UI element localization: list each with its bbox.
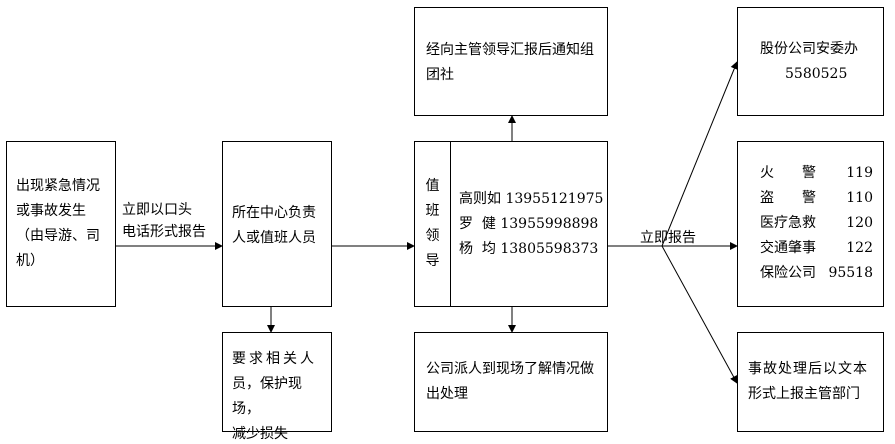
emergency-line: （由导游、司: [16, 228, 100, 244]
notify-agency-line: 团社: [426, 67, 454, 83]
notify-agency-box: 经向主管领导汇报后通知组 团社: [414, 7, 608, 116]
written-report-line: 形式上报主管部门: [748, 386, 860, 402]
leader-phone: 13805598373: [500, 241, 599, 257]
duty-leaders-title-char: 班: [425, 203, 440, 219]
emergency-service-number: 120: [846, 215, 873, 231]
safety-office-line: 股份公司安委办: [760, 41, 858, 57]
report-method-line: 电话形式报告: [122, 224, 206, 240]
leader-phone: 13955998898: [500, 216, 599, 232]
immediate-report-label: 立即报告: [640, 230, 696, 246]
emergency-numbers-box: 火 警 119 盗 警 110 医疗急救 120 交通肇事 122 保险公司 9…: [737, 141, 884, 307]
emergency-service-name: 医疗急救: [760, 215, 816, 231]
emergency-line: 机）: [16, 253, 44, 269]
center-staff-line: 所在中心负责: [232, 205, 316, 221]
center-staff-box: 所在中心负责 人或值班人员: [222, 141, 332, 307]
dispatch-staff-line: 出处理: [426, 386, 468, 402]
written-report-box: 事故处理后以文本 形式上报主管部门: [737, 332, 884, 432]
protect-scene-line: 要求相关人: [232, 351, 317, 367]
duty-leaders-contacts: 高则如 13955121975 罗 健 13955998898 杨 均 1380…: [459, 187, 603, 262]
emergency-number-row: 交通肇事 122: [760, 236, 873, 261]
dispatch-staff-box: 公司派人到现场了解情况做 出处理: [414, 332, 608, 432]
emergency-service-number: 119: [846, 165, 873, 181]
leader-contact: 杨 均 13805598373: [459, 237, 603, 262]
duty-leaders-title: 值 班 领 导: [415, 142, 451, 306]
notify-agency-line: 经向主管领导汇报后通知组: [426, 42, 594, 58]
emergency-service-name: 火 警: [760, 165, 816, 181]
emergency-number-row: 火 警 119: [760, 161, 873, 186]
dispatch-staff-line: 公司派人到现场了解情况做: [426, 361, 594, 377]
protect-scene-line: 减少损失: [232, 426, 288, 442]
written-report-line: 事故处理后以文本: [748, 361, 868, 377]
leader-phone: 13955121975: [505, 191, 604, 207]
protect-scene-line: 员，保护现场，: [232, 376, 302, 417]
report-method-line: 立即以口头: [122, 202, 192, 218]
emergency-service-name: 保险公司: [760, 265, 816, 281]
leader-contact: 罗 健 13955998898: [459, 212, 603, 237]
leader-name: 高则如: [459, 191, 501, 207]
emergency-line: 或事故发生: [16, 203, 86, 219]
emergency-service-name: 盗 警: [760, 190, 816, 206]
duty-leaders-box: 值 班 领 导 高则如 13955121975 罗 健 13955998898 …: [414, 141, 608, 307]
duty-leaders-title-char: 领: [425, 228, 440, 244]
safety-office-line: 5580525: [785, 66, 848, 82]
emergency-service-name: 交通肇事: [760, 240, 816, 256]
emergency-box: 出现紧急情况 或事故发生 （由导游、司 机）: [6, 141, 116, 307]
emergency-number-row: 保险公司 95518: [760, 261, 873, 286]
emergency-service-number: 95518: [828, 265, 873, 281]
center-staff-line: 人或值班人员: [232, 230, 316, 246]
leader-name: 杨 均: [459, 241, 496, 257]
emergency-number-row: 医疗急救 120: [760, 211, 873, 236]
emergency-line: 出现紧急情况: [16, 178, 100, 194]
emergency-service-number: 110: [846, 190, 873, 206]
duty-leaders-title-char: 值: [425, 178, 440, 194]
arrow-to-safety-office: [661, 61, 739, 247]
duty-leaders-title-char: 导: [425, 253, 440, 269]
emergency-service-number: 122: [846, 240, 873, 256]
report-method-label: 立即以口头 电话形式报告: [122, 199, 206, 243]
leader-contact: 高则如 13955121975: [459, 187, 603, 212]
protect-scene-box: 要求相关人 员，保护现场， 减少损失: [222, 332, 332, 442]
leader-name: 罗 健: [459, 216, 496, 232]
emergency-number-row: 盗 警 110: [760, 186, 873, 211]
safety-office-box: 股份公司安委办 5580525: [737, 7, 884, 116]
arrow-to-written-report: [661, 245, 738, 384]
